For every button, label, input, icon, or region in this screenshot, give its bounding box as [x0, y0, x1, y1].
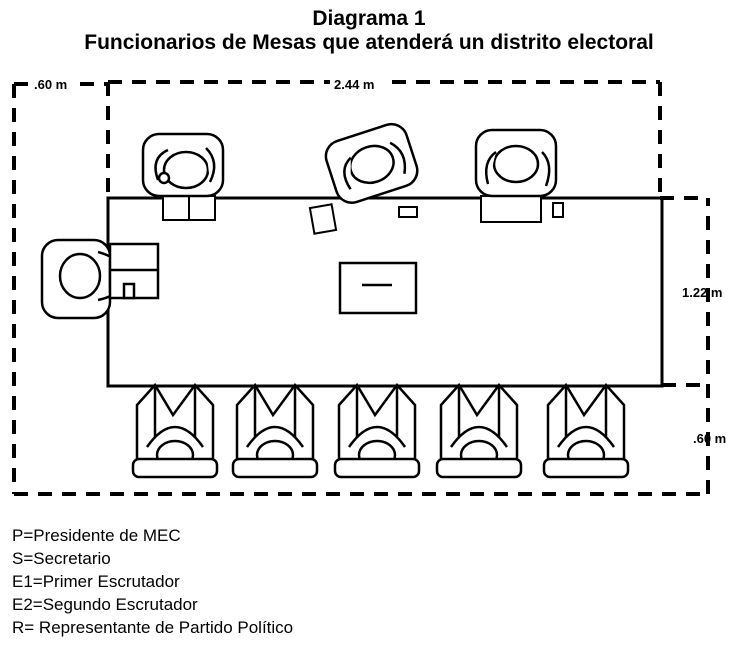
dim-top-left: .60 m — [34, 77, 67, 92]
bottom-seat-1 — [131, 382, 219, 479]
bottom-seat-3 — [333, 382, 421, 479]
dim-right-height: 1.22 m — [682, 285, 722, 300]
table-papers — [162, 195, 564, 235]
legend-item-e2: E2=Segundo Escrutador — [12, 595, 198, 614]
bottom-seat-2 — [231, 382, 319, 479]
legend-item-e1: E1=Primer Escrutador — [12, 572, 180, 591]
legend: P=Presidente de MEC S=Secretario E1=Prim… — [12, 524, 293, 639]
person-top-left — [141, 132, 225, 198]
ballot-box — [338, 261, 418, 315]
dim-top-width: 2.44 m — [334, 77, 374, 92]
bottom-seats — [131, 382, 630, 479]
legend-item-p: P=Presidente de MEC — [12, 526, 181, 545]
person-left — [40, 238, 160, 320]
diagram-title: Diagrama 1 — [312, 7, 426, 30]
room-layout-diagram: .60 m 2.44 m 1.22 m .60 m — [12, 77, 726, 496]
dim-right-bottom: .60 m — [693, 431, 726, 446]
bottom-seat-4 — [435, 382, 523, 479]
bottom-seat-5 — [542, 382, 630, 479]
outer-dashed-boundary — [12, 80, 710, 496]
person-top-center — [324, 122, 419, 204]
person-top-right — [474, 128, 558, 198]
diagram-subtitle: Funcionarios de Mesas que atenderá un di… — [84, 31, 654, 54]
legend-item-r: R= Representante de Partido Político — [12, 618, 294, 637]
legend-item-s: S=Secretario — [12, 549, 111, 568]
